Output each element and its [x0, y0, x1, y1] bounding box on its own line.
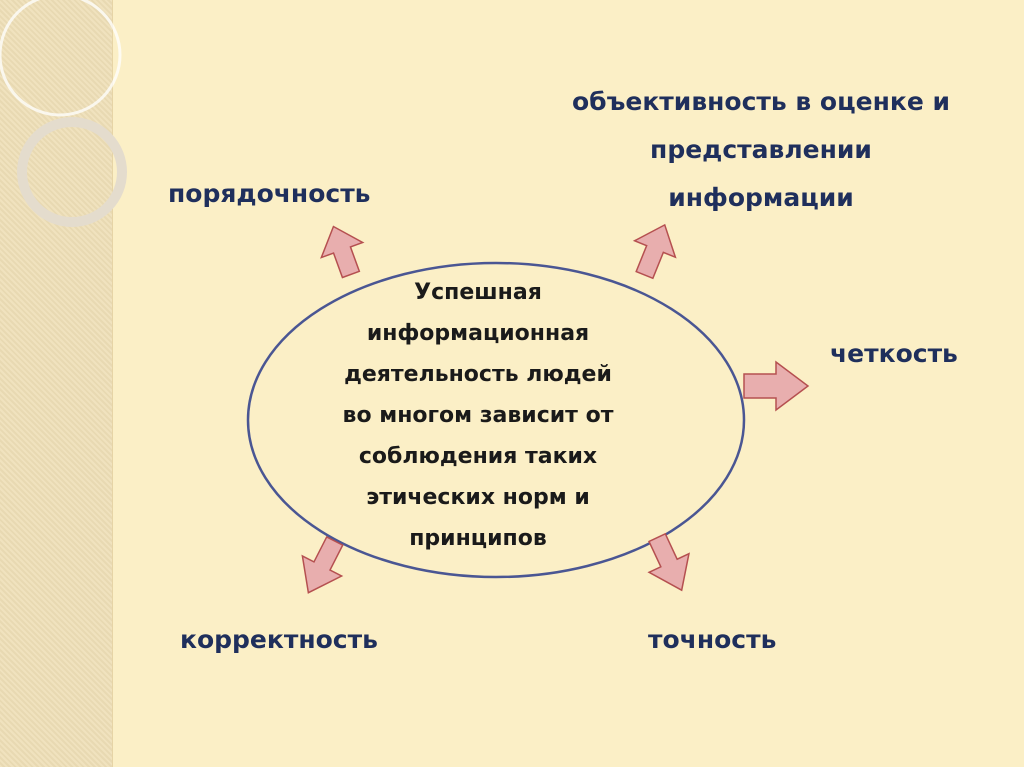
principle-objectivity: объективность в оценке и представлении и…	[571, 87, 951, 212]
decorative-ring-top	[0, 0, 122, 117]
arrow-bottom-right	[647, 532, 690, 592]
principle-accuracy: точность	[648, 625, 777, 654]
center-ellipse	[246, 261, 746, 579]
arrow-bottom-left	[301, 535, 344, 594]
band-divider	[112, 0, 113, 767]
arrow-top-left	[320, 225, 365, 279]
arrow-right	[743, 360, 810, 412]
center-statement: Успешная информационная деятельность люд…	[342, 280, 614, 551]
arrow-top-right	[632, 223, 677, 280]
principle-clarity: четкость	[830, 339, 958, 368]
principle-decency: порядочность	[168, 179, 371, 208]
decorative-ring-middle	[17, 117, 127, 227]
principle-correctness: корректность	[180, 625, 378, 654]
